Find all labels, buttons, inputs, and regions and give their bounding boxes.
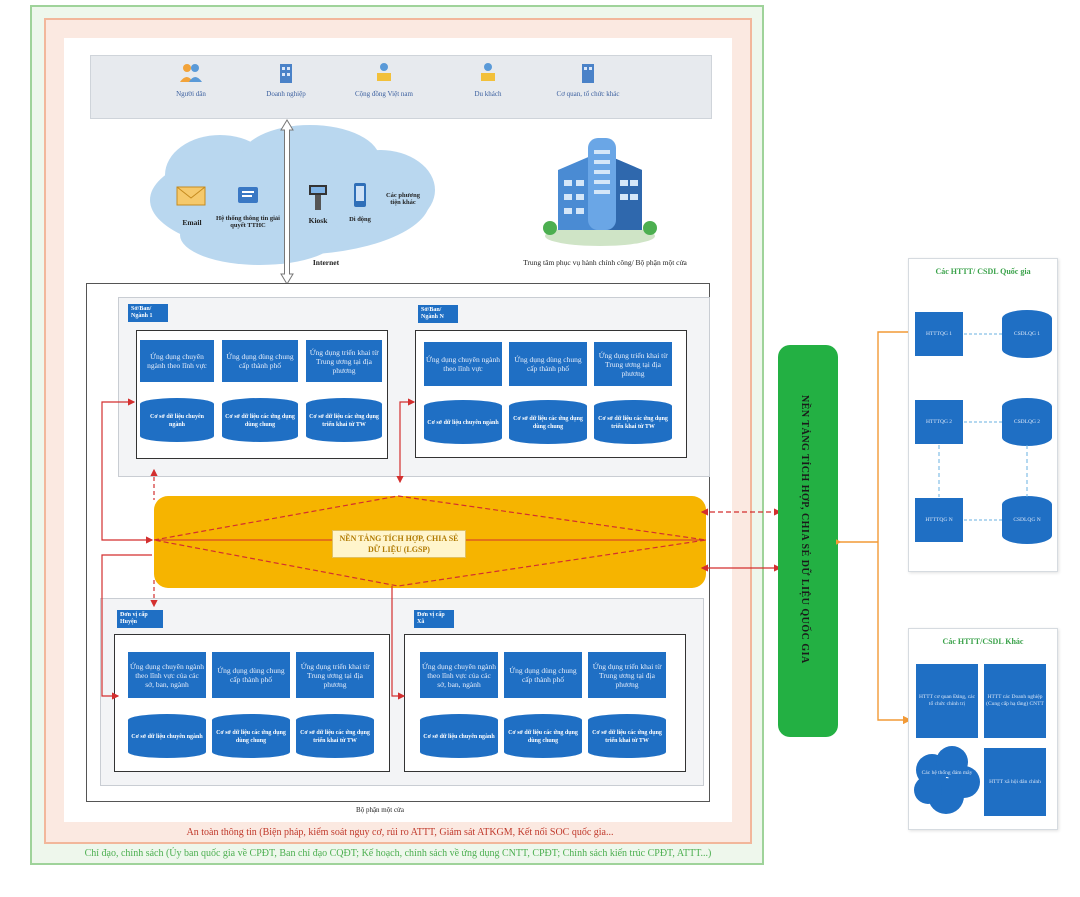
lgsp-label: NỀN TẢNG TÍCH HỢP, CHIA SẺ DỮ LIỆU (LGSP… <box>332 530 466 558</box>
national-platform-label: NỀN TẢNG TÍCH HỢP, CHIA SẺ DỮ LIỆU QUỐC … <box>799 395 810 664</box>
national-db-n: CSDLQG N <box>1002 496 1052 544</box>
internet-double-arrow <box>280 119 294 285</box>
db-specialized: Cơ sở dữ liệu chuyên ngành <box>420 714 498 758</box>
app-central: Ứng dụng triển khai từ Trung ương tại đị… <box>306 340 382 382</box>
zone-tag-district: Đơn vị cấp Huyện <box>117 610 163 628</box>
document-chat-icon <box>238 187 258 203</box>
actor-citizen: Người dân <box>146 60 236 98</box>
zone-tag-commune: Đơn vị cấp Xã <box>414 610 454 628</box>
actors-bar: Người dân Doanh nghiệp Cộng đồng Việt na… <box>90 55 712 119</box>
db-shared: Cơ sở dữ liệu các ứng dụng dùng chung <box>212 714 290 758</box>
db-central: Cơ sở dữ liệu các ứng dụng triển khai từ… <box>306 398 382 442</box>
panel-title: Các HTTT/ CSDL Quốc gia <box>935 267 1031 276</box>
orange-connectors <box>836 331 912 725</box>
db-shared: Cơ sở dữ liệu các ứng dụng dùng chung <box>509 400 587 444</box>
app-specialized: Ứng dụng chuyên ngành theo lĩnh vực của … <box>420 652 498 698</box>
app-central: Ứng dụng triển khai từ Trung ương tại đị… <box>588 652 666 698</box>
app-specialized: Ứng dụng chuyên ngành theo lĩnh vực <box>424 342 502 386</box>
channel-other: Các phương tiện khác <box>385 192 421 206</box>
cloud-icon <box>914 746 980 814</box>
national-db-2: CSDLQG 2 <box>1002 398 1052 446</box>
security-footer: An toàn thông tin (Biện pháp, kiểm soát … <box>186 827 614 838</box>
service-center-label: Trung tâm phục vụ hành chính công/ Bộ ph… <box>523 258 687 267</box>
internet-label: Internet <box>312 258 340 267</box>
app-specialized: Ứng dụng chuyên ngành theo lĩnh vực <box>140 340 214 382</box>
national-system-2: HTTTQG 2 <box>915 400 963 444</box>
app-specialized: Ứng dụng chuyên ngành theo lĩnh vực của … <box>128 652 206 698</box>
person-desk-icon <box>377 63 391 81</box>
other-system-party: HTTT cơ quan Đảng, các tổ chức chính trị <box>916 664 978 738</box>
actor-business: Doanh nghiệp <box>241 60 331 98</box>
mobile-phone-icon <box>354 183 366 207</box>
zone-tag-dept-n: Sở/Ban/ Ngành N <box>418 305 458 323</box>
app-central: Ứng dụng triển khai từ Trung ương tại đị… <box>296 652 374 698</box>
person-desk-icon <box>481 63 495 81</box>
policy-footer: Chỉ đạo, chính sách (Ủy ban quốc gia về … <box>84 848 712 859</box>
other-system-enterprise: HTTT các Doanh nghiệp (Cung cấp hạ tầng)… <box>984 664 1046 738</box>
app-shared: Ứng dụng dùng chung cấp thành phố <box>212 652 290 698</box>
national-system-n: HTTTQG N <box>915 498 963 542</box>
app-central: Ứng dụng triển khai từ Trung ương tại đị… <box>594 342 672 386</box>
channel-portal: Hệ thống thông tin giải quyết TTHC <box>216 215 280 229</box>
system-db-links <box>964 333 1002 521</box>
other-system-cloud: Các hệ thống đám mây <box>921 770 973 776</box>
other-system-social: HTTT xã hội dân chính <box>984 748 1046 816</box>
db-central: Cơ sở dữ liệu các ứng dụng triển khai từ… <box>588 714 666 758</box>
app-shared: Ứng dụng dùng chung cấp thành phố <box>504 652 582 698</box>
kiosk-icon <box>309 185 327 210</box>
email-icon <box>176 186 206 206</box>
zone-tag-dept-1: Sở/Ban/ Ngành 1 <box>128 304 168 322</box>
channel-email: Email <box>182 218 202 227</box>
actor-tourist: Du khách <box>443 60 533 98</box>
building-icon <box>280 64 292 83</box>
db-shared: Cơ sở dữ liệu các ứng dụng dùng chung <box>222 398 298 442</box>
app-shared: Ứng dụng dùng chung cấp thành phố <box>222 340 298 382</box>
people-icon <box>180 64 202 82</box>
service-center-building-icon <box>543 138 657 246</box>
actor-other-organizations: Cơ quan, tổ chức khác <box>543 60 633 98</box>
building-icon <box>582 64 594 83</box>
db-central: Cơ sở dữ liệu các ứng dụng triển khai từ… <box>296 714 374 758</box>
db-specialized: Cơ sở dữ liệu chuyên ngành <box>128 714 206 758</box>
db-central: Cơ sở dữ liệu các ứng dụng triển khai từ… <box>594 400 672 444</box>
channel-mobile: Di động <box>349 216 371 223</box>
national-system-1: HTTTQG 1 <box>915 312 963 356</box>
one-stop-label: Bộ phận một cửa <box>356 806 404 814</box>
channel-kiosk: Kiosk <box>308 216 328 225</box>
db-specialized: Cơ sở dữ liệu chuyên ngành <box>424 400 502 444</box>
actor-vietnamese-community: Cộng đồng Việt nam <box>339 60 429 98</box>
vertical-dashed-links <box>938 445 1028 497</box>
national-platform: NỀN TẢNG TÍCH HỢP, CHIA SẺ DỮ LIỆU QUỐC … <box>778 345 838 737</box>
national-db-1: CSDLQG 1 <box>1002 310 1052 358</box>
db-shared: Cơ sở dữ liệu các ứng dụng dùng chung <box>504 714 582 758</box>
panel-title: Các HTTT/CSDL Khác <box>942 637 1024 646</box>
connector-lines <box>101 398 782 700</box>
app-shared: Ứng dụng dùng chung cấp thành phố <box>509 342 587 386</box>
